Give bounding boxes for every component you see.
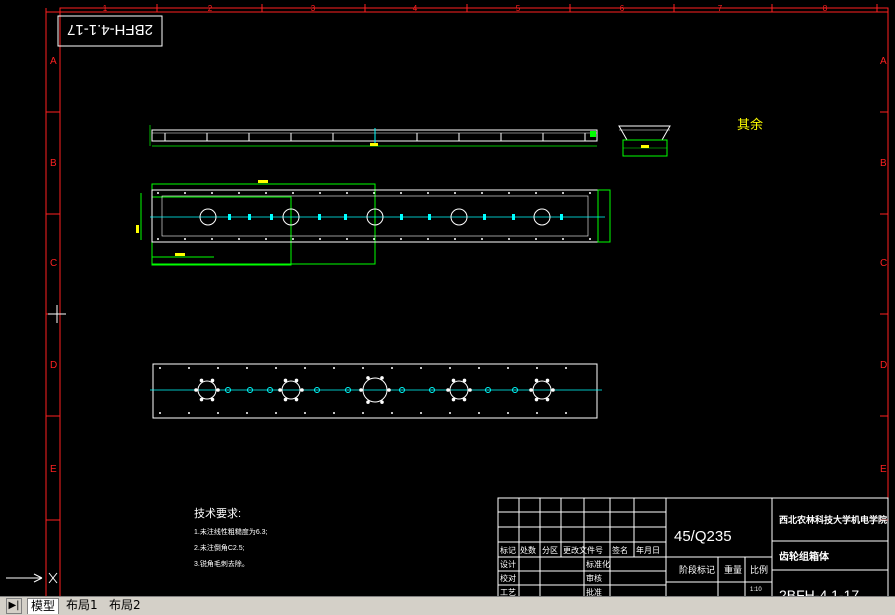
bottom-view	[150, 363, 602, 419]
material: 45/Q235	[674, 528, 732, 545]
tech-line-2: 2.未注倒角C2.5;	[194, 543, 245, 552]
tech-title: 技术要求:	[194, 507, 241, 520]
drawing-border	[45, 7, 889, 601]
column-label: 1	[103, 4, 108, 13]
layout-tab-bar: ▶| 模型 布局1 布局2	[0, 596, 895, 615]
label-chushu: 处数	[520, 545, 536, 555]
tech-line-3: 3.锐角毛刺去除。	[194, 559, 249, 568]
scale-value: 1:10	[750, 587, 762, 593]
row-label-right: A	[880, 56, 887, 67]
label-qianming: 签名	[612, 545, 628, 555]
tab-nav-first-icon[interactable]: ▶|	[6, 598, 22, 614]
label-gengai: 更改文件号	[563, 545, 603, 555]
column-label: 6	[620, 4, 625, 13]
label-nianyueri: 年月日	[636, 545, 660, 555]
tab-layout1[interactable]: 布局1	[66, 598, 98, 612]
part-name: 齿轮组箱体	[779, 550, 830, 563]
label-biaozhunhua: 标准化	[586, 559, 610, 569]
row-label: B	[50, 158, 57, 169]
column-label: 5	[516, 4, 521, 13]
label-biaoji: 标记	[500, 545, 516, 555]
title-block-text: 45/Q235 西北农林科技大学机电学院 齿轮组箱体 2BFH-4.1-17 标…	[500, 514, 887, 603]
crosshair-cursor	[48, 305, 66, 323]
label-jieduan: 阶段标记	[679, 564, 715, 575]
column-label: 7	[718, 4, 723, 13]
label-fenqu: 分区	[542, 546, 558, 555]
stamp-box: 2BFH-4.1-17	[57, 15, 163, 47]
row-label: C	[50, 258, 57, 269]
label-gongyi: 工艺	[500, 588, 516, 596]
tab-model[interactable]: 模型	[27, 598, 60, 614]
label-sheji: 设计	[500, 559, 516, 569]
other-surface-note: 其余	[737, 117, 763, 132]
drawing-number: 2BFH-4.1-17	[779, 587, 859, 596]
column-label: 4	[413, 4, 418, 13]
row-label-right: B	[880, 158, 887, 169]
column-label: 3	[311, 4, 316, 13]
top-view	[136, 180, 611, 266]
label-bili: 比例	[750, 564, 768, 575]
school-name: 西北农林科技大学机电学院	[779, 514, 887, 525]
row-label: A	[50, 56, 57, 67]
column-label: 8	[823, 4, 828, 13]
row-label-right: D	[880, 360, 887, 371]
tab-layout2[interactable]: 布局2	[109, 598, 141, 612]
row-label-right: E	[880, 464, 887, 475]
side-view	[618, 125, 671, 157]
ucs-icon	[6, 572, 58, 584]
column-label: 2	[208, 4, 213, 13]
label-shenhe: 审核	[586, 573, 602, 583]
technical-requirements: 技术要求: 1.未注线性粗糙度为6.3; 2.未注倒角C2.5; 3.锐角毛刺去…	[194, 507, 268, 568]
front-view	[149, 125, 598, 147]
column-ruler	[156, 4, 878, 12]
tech-line-1: 1.未注线性粗糙度为6.3;	[194, 527, 268, 536]
row-ruler	[46, 111, 888, 521]
row-label-right: C	[880, 258, 887, 269]
label-pizhun: 批准	[586, 587, 602, 596]
label-zhongliang: 重量	[724, 564, 742, 575]
stamp-code: 2BFH-4.1-17	[67, 21, 153, 38]
row-label: E	[50, 464, 57, 475]
label-jiaodui: 校对	[500, 573, 516, 583]
row-label: D	[50, 360, 57, 371]
